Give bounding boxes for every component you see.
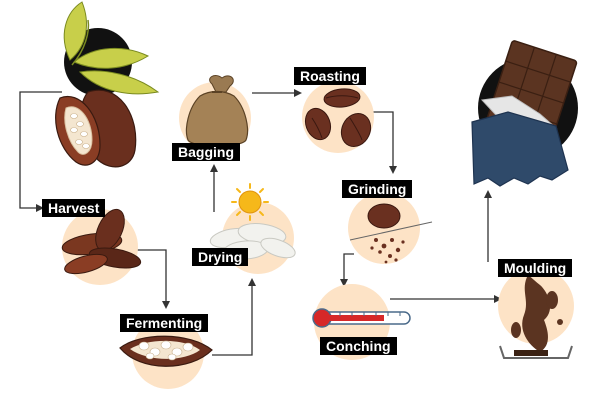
cocoa-seeds (138, 340, 194, 361)
wrapper-icon (471, 111, 569, 187)
arrow-grinding-to-conching (340, 253, 354, 287)
chocolate-bar-illustration (471, 40, 578, 187)
mould-tray-icon (499, 345, 573, 359)
step-label-drying: Drying (192, 248, 249, 266)
step-label-bagging: Bagging (172, 143, 240, 161)
grinding-illustration (348, 192, 433, 264)
roasting-illustration (302, 81, 374, 153)
step-label-roasting: Roasting (294, 67, 366, 85)
cocoa-seeds (70, 113, 90, 149)
dried-beans-icon (209, 223, 296, 260)
fermenting-illustration (119, 317, 213, 389)
sun-icon (231, 183, 269, 221)
step-label-fermenting: Fermenting (120, 314, 209, 332)
leaf-icon (63, 1, 87, 61)
cocoa-tree-illustration (55, 1, 160, 168)
roasted-bean-icon (304, 88, 372, 148)
harvest-illustration (61, 208, 142, 285)
cocoa-pod-cut-icon (64, 106, 93, 155)
chocolate-splash-icon (511, 275, 563, 352)
arrow-roasting-to-grinding (372, 111, 397, 174)
cocoa-pod-icon (64, 253, 108, 275)
step-label-harvest: Harvest (42, 199, 106, 217)
leaf-icon (78, 70, 160, 95)
step-label-grinding: Grinding (342, 180, 413, 198)
moulding-illustration (498, 268, 574, 359)
ground-particles (370, 238, 405, 264)
grind-line (349, 221, 433, 241)
arrow-pod-to-harvest (19, 91, 62, 212)
leaf-icon (71, 19, 90, 66)
leaf-icon (73, 47, 150, 69)
bagging-illustration (179, 75, 251, 154)
sack-icon (185, 75, 249, 147)
cocoa-bean-icon (367, 203, 401, 229)
step-label-moulding: Moulding (498, 259, 573, 277)
step-label-conching: Conching (320, 337, 397, 355)
thermometer-icon (312, 308, 411, 328)
arrow-fermenting-to-drying (212, 278, 256, 356)
